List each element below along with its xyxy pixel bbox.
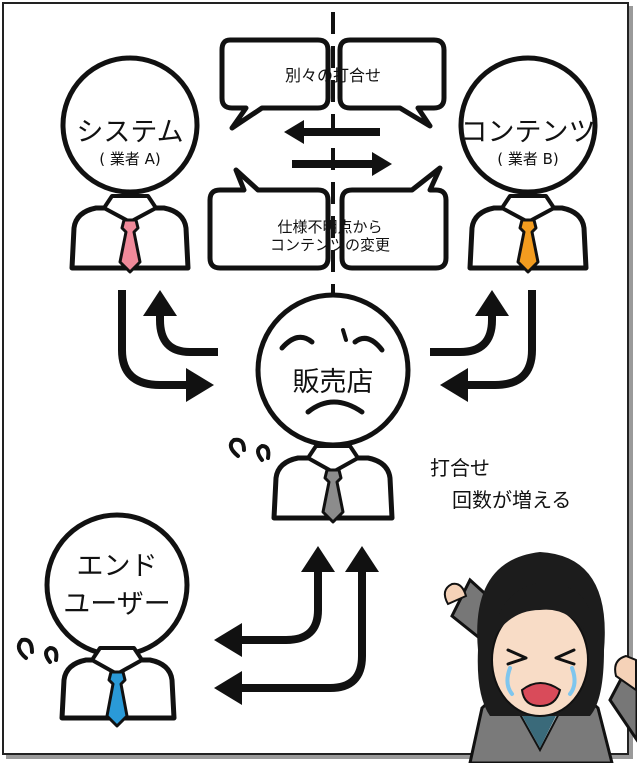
arrow-left-center bbox=[284, 120, 380, 144]
crying-woman-illustration bbox=[443, 552, 637, 763]
arrow-up-left-head bbox=[301, 546, 335, 572]
contents-label: コンテンツ bbox=[460, 117, 596, 148]
arrow-shop-to-contents bbox=[430, 312, 496, 356]
enduser-label: エンド ユーザー bbox=[47, 548, 187, 624]
contents-tie bbox=[516, 218, 540, 274]
arrow-shop-to-system-head bbox=[143, 290, 177, 316]
system-tie bbox=[118, 218, 142, 274]
note-line1: 打合せ bbox=[430, 456, 490, 480]
enduser-label-line1: エンド bbox=[76, 551, 158, 582]
arrow-system-to-shop bbox=[118, 290, 188, 389]
enduser-tie bbox=[105, 670, 129, 728]
system-sub-label: ( 業者 A) bbox=[99, 150, 161, 168]
arrow-enduser-to-shop-head bbox=[345, 546, 379, 572]
arrow-system-to-shop-head bbox=[186, 368, 214, 402]
arrow-right-center bbox=[292, 152, 392, 176]
enduser-label-line2: ユーザー bbox=[63, 589, 171, 620]
speech-bubble-top-left bbox=[219, 37, 331, 131]
contents-sub-label: ( 業者 B) bbox=[497, 150, 559, 168]
note-line2: 回数が増える bbox=[452, 488, 572, 512]
speech-bubble-bottom-left bbox=[207, 167, 331, 271]
bubble-top-text: 別々の打合せ bbox=[284, 66, 381, 85]
shop-person bbox=[228, 292, 411, 524]
system-person bbox=[60, 55, 200, 274]
shop-label: 販売店 bbox=[292, 367, 374, 398]
enduser-person bbox=[16, 512, 190, 728]
frame-border bbox=[2, 2, 629, 755]
contents-person bbox=[458, 55, 598, 274]
bubble-bottom-text: 仕様不明点から コンテンツの変更 bbox=[230, 218, 430, 254]
arrow-shop-to-contents-head bbox=[475, 290, 509, 316]
arrow-shop-to-enduser-head bbox=[214, 623, 242, 657]
arrow-contents-to-shop bbox=[466, 290, 536, 389]
shop-tie bbox=[321, 468, 345, 524]
arrow-enduser-to-shop bbox=[240, 572, 366, 692]
arrow-shop-to-system bbox=[156, 312, 218, 356]
bubble-bottom-text-line2: コンテンツの変更 bbox=[269, 236, 390, 254]
arrow-contents-to-shop-head bbox=[440, 368, 468, 402]
speech-bubble-bottom-right bbox=[339, 165, 449, 271]
system-label: システム bbox=[76, 117, 184, 148]
arrow-shop-to-enduser bbox=[240, 570, 322, 644]
arrow-enduser-left-head bbox=[214, 671, 242, 705]
bubble-bottom-text-line1: 仕様不明点から bbox=[277, 218, 383, 236]
speech-bubble-top-right bbox=[337, 37, 447, 129]
